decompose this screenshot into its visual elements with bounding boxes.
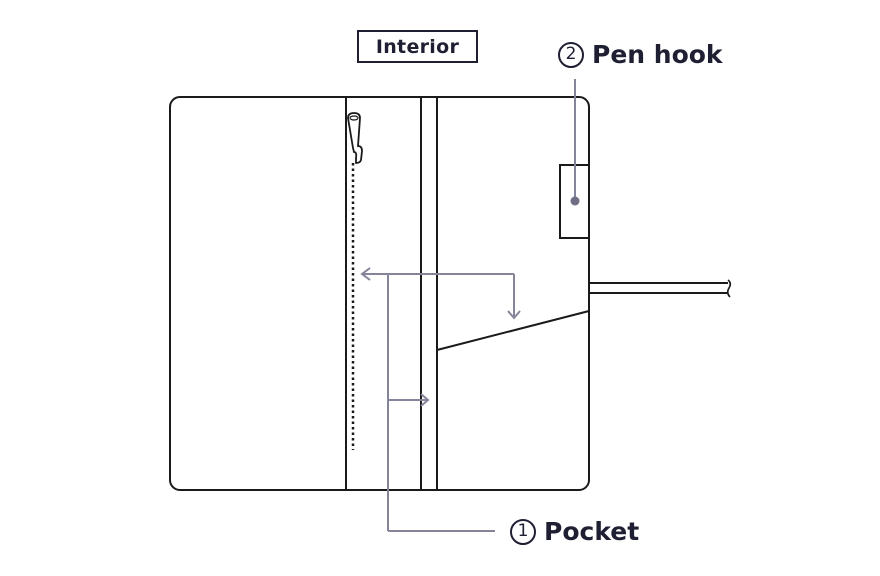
elastic-band-break-icon xyxy=(726,279,732,298)
pen-hook-label: Pen hook xyxy=(592,40,723,69)
zipper xyxy=(347,112,363,450)
interior-title: Interior xyxy=(357,30,478,63)
arrow-left-icon xyxy=(360,267,371,281)
elastic-band xyxy=(589,279,732,298)
pen-hook-leader xyxy=(570,79,580,206)
cover-outline xyxy=(169,96,590,491)
callout-number-2: 2 xyxy=(558,41,584,68)
pen-hook-callout: 2 Pen hook xyxy=(558,40,723,69)
pocket-leader xyxy=(360,267,521,532)
pocket-callout: 1 Pocket xyxy=(510,517,639,546)
arrow-right-icon xyxy=(420,393,430,407)
zipper-pull-icon xyxy=(347,112,363,164)
pocket-label: Pocket xyxy=(544,517,640,546)
slanted-pocket-edge xyxy=(436,310,590,351)
callout-number-1: 1 xyxy=(510,518,536,545)
arrow-down-icon xyxy=(507,310,521,320)
zipper-pull-hole xyxy=(349,115,359,121)
pen-hook-leader-dot xyxy=(570,196,580,206)
